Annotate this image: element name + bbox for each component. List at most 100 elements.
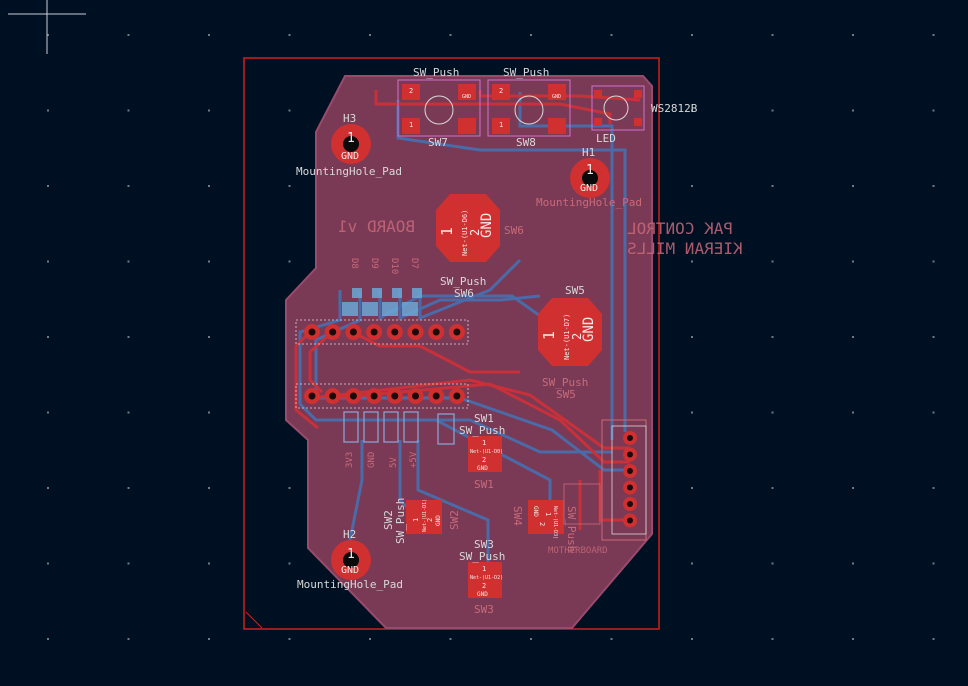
grid-dot <box>208 34 210 36</box>
grid-dot <box>47 638 49 640</box>
connector-pin-drill <box>627 484 633 491</box>
grid-dot <box>691 185 693 187</box>
grid-dot <box>47 336 49 338</box>
grid-dot <box>691 562 693 565</box>
svg-text:Net-(U1-D0): Net-(U1-D0) <box>470 449 503 455</box>
grid-dot <box>208 411 210 414</box>
svg-text:1: 1 <box>409 121 413 129</box>
grid-dot <box>852 260 854 263</box>
svg-text:Net-(U1-D1): Net-(U1-D1) <box>422 499 428 532</box>
grid-dot <box>771 109 774 112</box>
grid-dot <box>127 185 130 187</box>
grid-dot <box>932 34 935 36</box>
grid-dot <box>610 638 613 640</box>
header-pin-labels: 3V3 GND 5V +5V D8 D9 D10 D7 <box>345 258 419 468</box>
svg-text:SW6: SW6 <box>454 287 474 300</box>
grid-dot <box>852 638 854 640</box>
svg-text:1: 1 <box>586 163 594 178</box>
grid-dot <box>127 487 130 489</box>
svg-text:SW_Push: SW_Push <box>565 506 578 552</box>
header-pin-drill <box>453 392 461 400</box>
switch-sw8[interactable]: SW_Push SW8 2 1 GND <box>487 66 571 149</box>
connector-pin-drill <box>627 451 633 458</box>
connector-silk: MOTHERBOARD <box>548 546 608 556</box>
grid-dot <box>47 260 49 263</box>
mcu-header-bottom[interactable] <box>295 383 469 409</box>
svg-text:H2: H2 <box>343 528 356 541</box>
switch-sw2[interactable]: 1 Net-(U1-D1) 2 GND SW2 SW_Push SW2 <box>382 498 461 544</box>
grid-dot <box>127 109 130 112</box>
header-pin-drill <box>370 328 378 336</box>
grid-dot <box>771 34 774 36</box>
svg-text:Net-(U1-D6): Net-(U1-D6) <box>461 210 469 256</box>
grid-dot <box>208 562 210 565</box>
header-pin-drill <box>370 392 378 400</box>
svg-text:GND: GND <box>479 213 495 238</box>
switch-sw4[interactable]: 2 1 Net-(U1-D3) GND SW4 SW_Push <box>511 500 578 552</box>
svg-text:SW3: SW3 <box>474 603 494 616</box>
board-fill <box>285 75 653 629</box>
mcu-header-top[interactable] <box>295 319 469 345</box>
motherboard-connector[interactable] <box>563 419 647 541</box>
switch-sw5-pad[interactable]: 1 GND Net-(U1-D7) 2 SW5 SW_Push SW5 <box>538 284 602 401</box>
grid-dot <box>208 487 210 489</box>
grid-dot <box>932 411 935 414</box>
switch-sw6-pad[interactable]: 1 GND Net-(U1-D6) 2 SW6 SW_Push SW6 <box>436 194 524 300</box>
svg-text:H1: H1 <box>582 146 595 159</box>
svg-text:+5V: +5V <box>409 451 419 468</box>
switch-sw7[interactable]: SW_Push SW7 2 1 GND <box>397 66 481 149</box>
svg-text:SW_Push: SW_Push <box>542 376 588 389</box>
grid-dot <box>771 411 774 414</box>
grid-dot <box>47 411 49 414</box>
svg-text:2: 2 <box>538 522 546 526</box>
svg-text:2: 2 <box>468 229 482 236</box>
svg-text:1: 1 <box>347 547 355 562</box>
grid-dot <box>288 185 291 187</box>
connector-pin-drill <box>627 468 633 474</box>
grid-dot <box>208 109 210 112</box>
svg-text:GND: GND <box>341 151 359 162</box>
grid-dot <box>127 260 130 263</box>
header-pin-drill <box>329 328 337 336</box>
grid-dot <box>530 34 532 36</box>
grid-dot <box>127 562 130 565</box>
grid-dot <box>47 109 49 112</box>
svg-text:SW5: SW5 <box>556 388 576 401</box>
led-value: WS2812B <box>651 102 698 115</box>
grid-dot <box>208 638 210 640</box>
sw8-ref: SW8 <box>516 136 536 149</box>
svg-text:1: 1 <box>544 512 552 516</box>
svg-text:GND: GND <box>341 565 359 576</box>
revision-silk: BOARD v1 <box>338 217 415 236</box>
svg-text:MountingHole_Pad: MountingHole_Pad <box>297 578 403 591</box>
led-ref: LED <box>596 132 616 145</box>
header-pin-drill <box>391 328 399 336</box>
switch-sw1[interactable]: 1 Net-(U1-D0) 2 GND SW1 SW_Push SW1 <box>459 412 505 491</box>
header-pin-drill <box>308 392 316 400</box>
svg-text:GND: GND <box>477 465 488 472</box>
led-ws2812b[interactable]: WS2812B LED <box>591 85 698 145</box>
svg-text:SW_Push: SW_Push <box>459 550 505 563</box>
board[interactable]: PAK CONTROL KIERAN MILLS BOARD v1 MOTHER… <box>243 57 743 630</box>
grid-dot <box>932 185 935 187</box>
grid-dot <box>369 638 371 640</box>
svg-text:1: 1 <box>482 439 486 447</box>
mounting-hole-h1[interactable]: H1 1 GND MountingHole_Pad <box>536 146 642 209</box>
grid-dot <box>771 638 774 640</box>
mounting-hole-h3[interactable]: H3 1 GND MountingHole_Pad <box>296 112 402 178</box>
switch-sw3[interactable]: 1 Net-(U1-D2) 2 GND SW3 SW_Push SW3 <box>459 538 505 616</box>
header-pin-drill <box>349 392 357 400</box>
svg-text:1: 1 <box>412 518 420 522</box>
svg-text:MountingHole_Pad: MountingHole_Pad <box>296 165 402 178</box>
svg-text:MountingHole_Pad: MountingHole_Pad <box>536 196 642 209</box>
sw7-value: SW_Push <box>413 66 459 79</box>
svg-text:D9: D9 <box>369 258 379 269</box>
grid-dot <box>47 487 49 489</box>
header-pin-drill <box>432 328 440 336</box>
svg-text:2: 2 <box>426 518 434 522</box>
svg-text:Net-(U1-D3): Net-(U1-D3) <box>552 506 558 539</box>
grid-dot <box>852 562 854 565</box>
mounting-hole-h2[interactable]: H2 1 GND MountingHole_Pad <box>297 528 403 591</box>
connector-pin-drill <box>627 435 633 441</box>
